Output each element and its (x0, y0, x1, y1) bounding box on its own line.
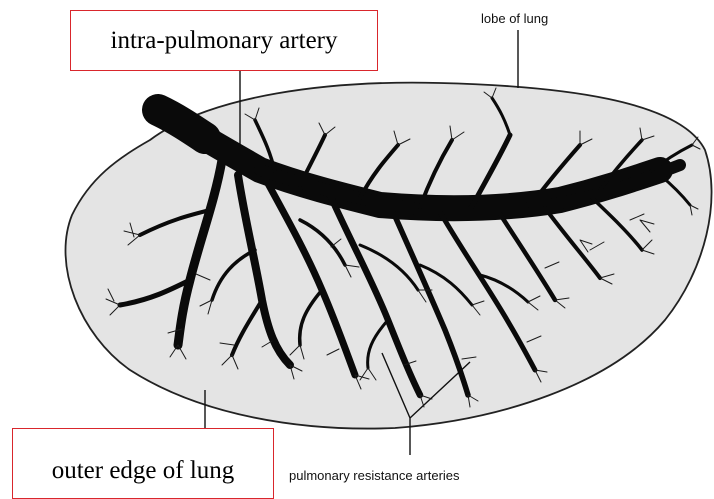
intra-pulmonary-artery-label: intra-pulmonary artery (70, 10, 378, 71)
lobe-of-lung-label: lobe of lung (481, 11, 548, 26)
intra-pulmonary-artery-text: intra-pulmonary artery (111, 27, 338, 55)
lung-lobe-shape (65, 83, 711, 429)
pulmonary-resistance-arteries-label: pulmonary resistance arteries (289, 468, 460, 483)
outer-edge-of-lung-text: outer edge of lung (52, 457, 235, 485)
outer-edge-of-lung-label: outer edge of lung (12, 428, 274, 499)
